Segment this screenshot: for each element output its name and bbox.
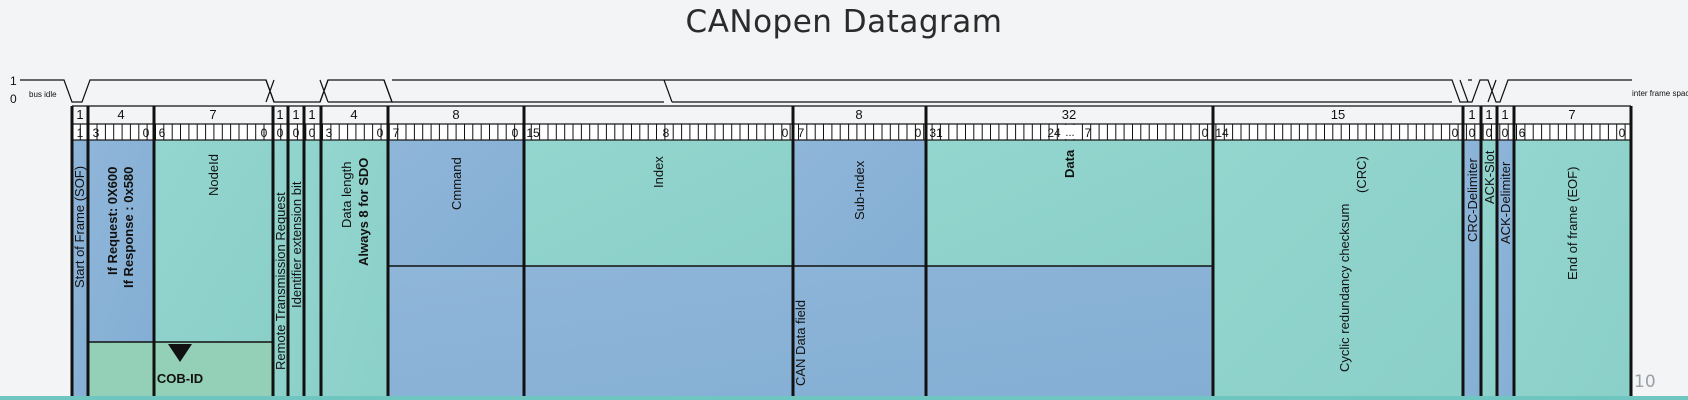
label-eof: End of frame (EOF) <box>1565 167 1580 280</box>
bit-cob-0: 0 <box>143 126 150 140</box>
bit-cmd-7: 7 <box>393 126 400 140</box>
label-cob-id: COB-ID <box>157 371 203 386</box>
bus-idle-label: bus idle <box>29 90 57 99</box>
field-data-bg <box>926 140 1213 266</box>
bit-node-0: 0 <box>261 126 268 140</box>
label-ack-slot: ACK-Slot <box>1482 150 1497 204</box>
label-can-data-field: CAN Data field <box>793 300 808 386</box>
field-dlc-bg <box>321 140 388 398</box>
label-sof: Start of Frame (SOF) <box>72 166 87 288</box>
width-sof: 1 <box>76 107 83 122</box>
field-width-labels: 1 4 7 1 1 1 4 8 8 32 15 1 1 1 7 <box>76 107 1575 122</box>
field-node-id-bg <box>154 140 273 342</box>
bit-data-7: 7 <box>1085 126 1092 140</box>
width-sub-index: 8 <box>855 107 862 122</box>
field-sub-index-bg <box>793 140 926 266</box>
field-index-bg <box>524 140 793 266</box>
label-crc-delim: CRC-Delimiter <box>1465 158 1480 242</box>
bit-data-24: 24 <box>1047 126 1061 140</box>
waveform-frame <box>265 79 1632 103</box>
bit-sub-7: 7 <box>798 126 805 140</box>
waveform-line <box>20 79 393 103</box>
field-crc-delim-bg <box>1463 140 1481 398</box>
bit-index-8: 8 <box>663 126 670 140</box>
page-title: CANopen Datagram <box>685 4 1003 40</box>
width-data: 32 <box>1062 107 1076 122</box>
bit-number-labels: 1 3 0 6 0 0 0 0 3 0 7 0 15 8 0 7 0 31 24… <box>77 126 1626 140</box>
bit-ack-0: 0 <box>1486 126 1493 140</box>
field-sof-bg <box>72 140 88 398</box>
signal-high-label: 1 <box>10 74 17 88</box>
slide-footer-line <box>0 396 1688 400</box>
width-ide: 1 <box>292 107 299 122</box>
bit-res-0: 0 <box>309 126 316 140</box>
field-cob-func-bg <box>88 140 154 342</box>
width-command: 8 <box>452 107 459 122</box>
width-eof: 7 <box>1568 107 1575 122</box>
bit-eof-0: 0 <box>1619 126 1626 140</box>
bit-dlc-3: 3 <box>326 126 333 140</box>
bit-crcd-0: 0 <box>1469 126 1476 140</box>
bit-ide-0: 0 <box>293 126 300 140</box>
field-dividers <box>70 106 1633 398</box>
field-eof-bg <box>1514 140 1631 398</box>
signal-waveform: 1 0 bus idle inter frame space <box>10 74 1688 106</box>
width-ack-delim: 1 <box>1501 107 1508 122</box>
data-bit-gap <box>1063 125 1079 139</box>
field-reserved-bg <box>304 140 321 398</box>
bit-ackd-0: 0 <box>1502 126 1509 140</box>
frame-fields <box>72 140 1631 398</box>
width-cob-func: 4 <box>117 107 124 122</box>
signal-low-label: 0 <box>10 92 17 106</box>
field-ack-slot-bg <box>1481 140 1497 398</box>
label-ide: Identifier extension bit <box>289 181 304 308</box>
label-command: Cmmand <box>449 157 464 210</box>
field-ide-bg <box>288 140 304 398</box>
label-rtr: Remote Transmission Request <box>273 192 288 370</box>
cob-id-arrow <box>168 344 192 362</box>
label-index: Index <box>651 156 666 188</box>
label-crc-sub: (CRC) <box>1354 156 1369 193</box>
field-crc-bg <box>1213 140 1463 398</box>
page-number: 10 <box>1634 372 1656 392</box>
bit-sof-1: 1 <box>77 126 84 140</box>
label-cob-response: If Response : 0x580 <box>121 167 136 288</box>
label-sub-index: Sub-Index <box>852 160 867 220</box>
width-rtr: 1 <box>276 107 283 122</box>
label-dlc-sdo: Always 8 for SDO <box>356 158 371 266</box>
width-reserved: 1 <box>308 107 315 122</box>
width-ack-slot: 1 <box>1485 107 1492 122</box>
bit-crc-14: 14 <box>1215 126 1229 140</box>
bit-eof-6: 6 <box>1519 126 1526 140</box>
label-node-id: NodeId <box>206 154 221 196</box>
bit-sub-0: 0 <box>915 126 922 140</box>
label-crc: Cyclic redundancy checksum <box>1337 204 1352 372</box>
width-node-id: 7 <box>209 107 216 122</box>
label-dlc: Data length <box>339 162 354 229</box>
width-crc: 15 <box>1331 107 1345 122</box>
bit-node-6: 6 <box>159 126 166 140</box>
bit-data-0: 0 <box>1202 126 1209 140</box>
field-command-bg <box>388 140 524 266</box>
label-data: Data <box>1062 149 1077 178</box>
bit-index-15: 15 <box>526 126 540 140</box>
bit-boxes-row <box>71 105 1632 141</box>
bit-dlc-0: 0 <box>377 126 384 140</box>
bit-data-31: 31 <box>929 126 943 140</box>
bit-data-ellipsis: ... <box>1065 127 1074 139</box>
field-labels: Start of Frame (SOF) If Request: 0X600 I… <box>72 149 1580 386</box>
bit-crc-0: 0 <box>1452 126 1459 140</box>
label-cob-request: If Request: 0X600 <box>105 167 120 275</box>
field-ack-delim-bg <box>1497 140 1514 398</box>
bit-cmd-0: 0 <box>512 126 519 140</box>
bit-cob-3: 3 <box>93 126 100 140</box>
label-ack-delim: ACK-Delimiter <box>1498 161 1513 244</box>
inter-frame-space-label: inter frame space <box>1632 89 1688 98</box>
width-crc-delim: 1 <box>1468 107 1475 122</box>
width-dlc: 4 <box>350 107 357 122</box>
bit-rtr-0: 0 <box>277 126 284 140</box>
field-rtr-bg <box>273 140 288 398</box>
bit-index-0: 0 <box>782 126 789 140</box>
